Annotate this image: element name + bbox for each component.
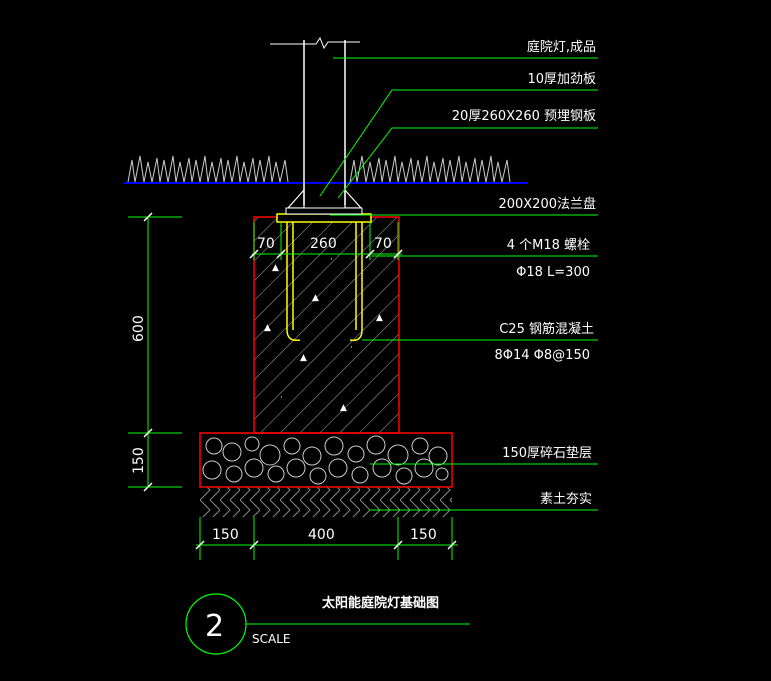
flange-plate bbox=[285, 207, 363, 215]
svg-text:▲: ▲ bbox=[272, 263, 279, 273]
title-number: 2 bbox=[205, 609, 224, 644]
dim-bottom-right: 150 bbox=[410, 527, 437, 543]
label-rebar: 8Φ14 Φ8@150 bbox=[495, 348, 591, 363]
label-concrete: C25 钢筋混凝土 bbox=[499, 321, 594, 337]
label-light: 庭院灯,成品 bbox=[527, 39, 596, 55]
lamp-pole bbox=[270, 36, 360, 205]
svg-text:▲: ▲ bbox=[312, 293, 319, 303]
label-bolt-spec: Φ18 L=300 bbox=[516, 265, 590, 280]
svg-text:▲: ▲ bbox=[264, 323, 271, 333]
dim-top-mid: 260 bbox=[310, 236, 337, 252]
svg-text:▲: ▲ bbox=[376, 313, 383, 323]
title-text: 太阳能庭院灯基础图 bbox=[321, 595, 439, 611]
dim-height-base: 150 bbox=[131, 447, 147, 474]
dim-bottom-mid: 400 bbox=[308, 527, 335, 543]
dim-bottom-left: 150 bbox=[212, 527, 239, 543]
dimension-ticks bbox=[143, 212, 457, 550]
grass-right bbox=[349, 155, 511, 183]
label-bolts: 4 个M18 螺栓 bbox=[507, 238, 590, 253]
grass-left bbox=[127, 155, 289, 183]
label-gravel: 150厚碎石垫层 bbox=[502, 445, 592, 461]
soil-layer bbox=[200, 487, 452, 517]
label-flange: 200X200法兰盘 bbox=[498, 196, 596, 212]
stiffener-plates bbox=[286, 188, 363, 209]
dim-height-col: 600 bbox=[131, 315, 147, 342]
dim-top-left: 70 bbox=[257, 236, 275, 252]
svg-text:▲: ▲ bbox=[340, 403, 347, 413]
dim-top-right: 70 bbox=[374, 236, 392, 252]
svg-text:·: · bbox=[280, 393, 283, 403]
label-stiffener: 10厚加劲板 bbox=[527, 72, 596, 87]
label-soil: 素土夯实 bbox=[540, 492, 592, 507]
concrete-column: ▲ · ▲ ▲ · ▲ ▲ · ▲ bbox=[253, 216, 400, 434]
anchor-bolts bbox=[286, 222, 363, 342]
svg-text:·: · bbox=[350, 343, 353, 353]
leader-lines bbox=[319, 57, 598, 511]
svg-text:▲: ▲ bbox=[300, 353, 307, 363]
scale-label: SCALE bbox=[252, 632, 290, 646]
svg-text:·: · bbox=[330, 255, 333, 265]
gravel-layer bbox=[199, 432, 453, 488]
label-embed-plate: 20厚260X260 预埋钢板 bbox=[452, 109, 596, 124]
